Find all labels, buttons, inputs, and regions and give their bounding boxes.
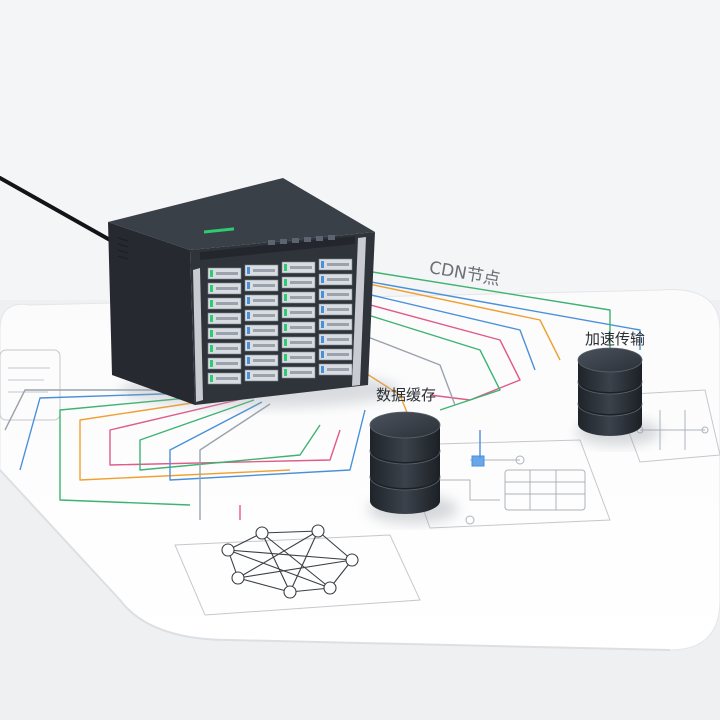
drive-slot: [290, 326, 312, 329]
drive-slot: [290, 311, 312, 314]
drive-led: [321, 336, 324, 343]
drive-slot: [253, 329, 275, 332]
database-cylinder-icon: [576, 347, 660, 446]
drive-slot: [216, 332, 238, 335]
drive-led: [284, 324, 287, 331]
drive-led: [321, 366, 324, 373]
drive-slot: [216, 287, 238, 290]
drive-led: [284, 309, 287, 316]
drive-led: [247, 357, 250, 364]
drive-slot: [327, 323, 349, 326]
drive-slot: [216, 377, 238, 380]
drive-led: [284, 369, 287, 376]
power-cable-icon: [0, 176, 112, 242]
drive-led: [284, 339, 287, 346]
drive-led: [284, 294, 287, 301]
drive-slot: [216, 347, 238, 350]
drive-led: [247, 297, 250, 304]
network-graph-icon: [221, 524, 359, 599]
cylinder-rim: [577, 347, 643, 373]
drive-led: [321, 291, 324, 298]
drive-led: [210, 330, 213, 337]
schema-sketch: [425, 455, 586, 525]
drive-slot: [290, 356, 312, 359]
drive-led: [210, 270, 213, 277]
drive-slot: [327, 368, 349, 371]
drive-led: [284, 279, 287, 286]
drive-bays: [207, 258, 353, 385]
drive-slot: [290, 341, 312, 344]
drive-led: [321, 261, 324, 268]
drive-led: [321, 276, 324, 283]
drive-led: [321, 306, 324, 313]
drive-led: [247, 312, 250, 319]
drive-slot: [253, 344, 275, 347]
drive-slot: [290, 296, 312, 299]
drive-slot: [216, 362, 238, 365]
drive-slot: [253, 284, 275, 287]
drive-slot: [253, 269, 275, 272]
drive-led: [210, 345, 213, 352]
drive-led: [321, 321, 324, 328]
accelerated-transfer-label: 加速传输: [585, 330, 646, 348]
drive-slot: [327, 293, 349, 296]
drive-slot: [327, 278, 349, 281]
drive-slot: [216, 317, 238, 320]
panel-left: [0, 349, 61, 421]
drive-slot: [327, 308, 349, 311]
rack-server-icon: [108, 178, 375, 405]
drive-slot: [290, 266, 312, 269]
drive-slot: [253, 314, 275, 317]
cloud-icon: [471, 455, 485, 467]
drive-slot: [253, 299, 275, 302]
data-cache-label: 数据缓存: [376, 386, 437, 404]
drive-led: [210, 375, 213, 382]
drive-led: [321, 351, 324, 358]
drive-led: [210, 315, 213, 322]
drive-led: [247, 372, 250, 379]
connection-lines: [4, 269, 641, 520]
drive-slot: [327, 263, 349, 266]
panel-network: [174, 534, 421, 616]
drive-slot: [216, 302, 238, 305]
drive-led: [247, 327, 250, 334]
drive-slot: [327, 353, 349, 356]
drive-slot: [327, 338, 349, 341]
drive-led: [284, 264, 287, 271]
drive-led: [247, 267, 250, 274]
drive-slot: [216, 272, 238, 275]
cylinder-rim: [369, 411, 441, 439]
drive-led: [284, 354, 287, 361]
database-cylinder-icon: [368, 411, 458, 524]
drive-led: [210, 360, 213, 367]
drive-led: [210, 285, 213, 292]
drive-led: [247, 342, 250, 349]
drive-slot: [253, 359, 275, 362]
drive-slot: [290, 281, 312, 284]
drive-slot: [290, 371, 312, 374]
drive-led: [210, 300, 213, 307]
drive-slot: [253, 374, 275, 377]
drive-led: [247, 282, 250, 289]
